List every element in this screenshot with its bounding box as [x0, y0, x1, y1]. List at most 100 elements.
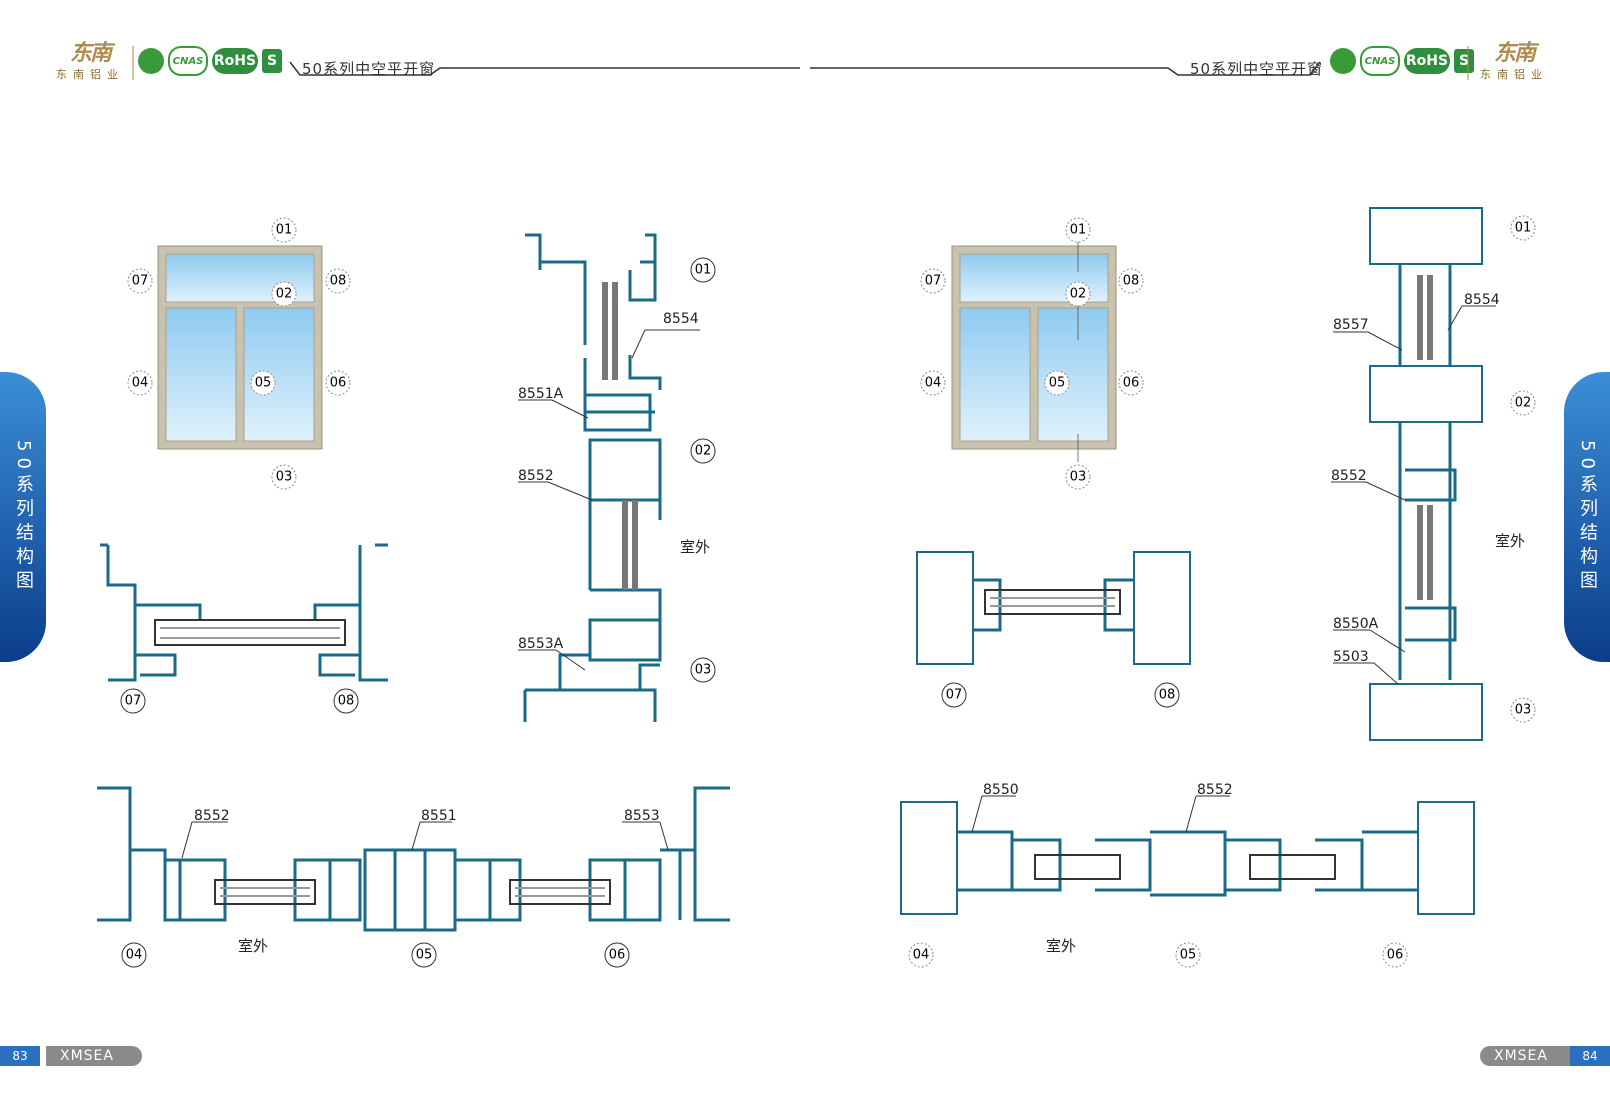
- callout-circle: [908, 942, 934, 968]
- callout-label: 03: [276, 470, 293, 485]
- callout-circle: [1118, 370, 1144, 396]
- footer-brand-text: XMSEA: [1494, 1048, 1548, 1064]
- callout-circle: [920, 370, 946, 396]
- horizontal-section-right: [900, 801, 1475, 915]
- part-label: 5503: [1333, 649, 1369, 665]
- callouts: 01 02 03 04 05 06 07 08 01 02 03 04 05 0…: [120, 215, 1536, 968]
- callout-circle: [690, 257, 716, 283]
- callout-label: 08: [1159, 688, 1176, 703]
- callout-circle: [1065, 217, 1091, 243]
- footer-brand-text: XMSEA: [60, 1048, 114, 1064]
- callout-circle: [120, 688, 146, 714]
- outdoor-label: 室外: [238, 937, 268, 955]
- callout-label: 01: [695, 263, 712, 278]
- cert-badges-left: CNAS RoHS S: [138, 46, 282, 76]
- footer-brand-left: XMSEA: [46, 1046, 142, 1066]
- callout-label: 05: [1180, 948, 1197, 963]
- callout-label: 08: [338, 694, 355, 709]
- vertical-section-left: [523, 233, 662, 722]
- callout-circle: [1154, 682, 1180, 708]
- part-label: 8552: [1197, 782, 1233, 798]
- callout-label: 07: [946, 688, 963, 703]
- outdoor-label: 室外: [1495, 532, 1525, 550]
- callout-circle: [1510, 390, 1536, 416]
- brand-name: 东南铝业: [1480, 68, 1548, 81]
- callout-circle: [1382, 942, 1408, 968]
- callout-label: 03: [1515, 703, 1532, 718]
- callout-label: 07: [132, 274, 149, 289]
- callout-circle: [127, 370, 153, 396]
- callout-circle: [604, 942, 630, 968]
- callout-label: 02: [276, 287, 293, 302]
- callout-label: 03: [1070, 470, 1087, 485]
- part-label: 8552: [1331, 468, 1367, 484]
- jamb-section-right: [916, 551, 1191, 665]
- brand-name: 东南铝业: [56, 68, 124, 81]
- callout-label: 04: [132, 376, 149, 391]
- callout-circle: [920, 268, 946, 294]
- callout-label: 02: [1070, 287, 1087, 302]
- callout-circle: [1118, 268, 1144, 294]
- part-label: 8554: [663, 311, 699, 327]
- brand-mark: 东南: [1493, 40, 1536, 66]
- callout-label: 08: [1123, 274, 1140, 289]
- part-label: 8550: [983, 782, 1019, 798]
- brand-logo-left: 东南 东南铝业: [50, 40, 130, 82]
- part-label: 8551: [421, 808, 457, 824]
- callout-label: 06: [330, 376, 347, 391]
- callout-circle: [690, 657, 716, 683]
- callout-label: 01: [1070, 223, 1087, 238]
- callout-circle: [271, 217, 297, 243]
- callout-circle: [941, 682, 967, 708]
- callout-label: 05: [1049, 376, 1066, 391]
- part-label: 8552: [518, 468, 554, 484]
- header-title-right: 50系列中空平开窗: [1190, 60, 1324, 78]
- callout-label: 04: [126, 948, 143, 963]
- callout-label: 06: [1387, 948, 1404, 963]
- side-tab-left: 50系列结构图: [0, 372, 46, 662]
- header-rule-right: [810, 61, 1321, 76]
- rohs-badge: RoHS: [1404, 48, 1450, 74]
- callout-circle: [411, 942, 437, 968]
- quality-mark-badge: S: [1454, 49, 1474, 73]
- side-tab-label: 50系列结构图: [1577, 439, 1598, 595]
- quality-mark-badge: S: [262, 49, 282, 73]
- callout-label: 08: [330, 274, 347, 289]
- horizontal-glazing-left: [214, 879, 611, 905]
- callout-circle: [690, 438, 716, 464]
- label-leaders-right-horizontal: [971, 795, 1230, 833]
- brand-logo-right: 东南 东南铝业: [1474, 40, 1554, 82]
- callout-label: 02: [1515, 396, 1532, 411]
- brand-mark: 东南: [69, 40, 112, 66]
- part-label: 8552: [194, 808, 230, 824]
- callout-circle: [1065, 281, 1091, 307]
- label-leaders-left-vertical: [518, 329, 700, 671]
- callout-circle: [271, 281, 297, 307]
- callout-label: 01: [276, 223, 293, 238]
- page-number-left: 83: [0, 1046, 40, 1066]
- part-labels: 8554 8551A 8552 8553A 室外 8552 8551 8553 …: [194, 292, 1525, 955]
- callout-circle: [1065, 464, 1091, 490]
- part-label: 8554: [1464, 292, 1500, 308]
- side-tab-label: 50系列结构图: [13, 439, 34, 595]
- callout-label: 05: [416, 948, 433, 963]
- callout-label: 04: [925, 376, 942, 391]
- outdoor-label: 室外: [680, 538, 710, 556]
- label-leaders-right-vertical: [1331, 305, 1496, 685]
- vertical-section-right: [1369, 207, 1483, 741]
- callout-label: 05: [255, 376, 272, 391]
- part-label: 8553A: [518, 636, 564, 652]
- callout-circle: [1044, 370, 1070, 396]
- callout-circle: [325, 370, 351, 396]
- horizontal-section-left: [97, 786, 730, 932]
- callout-label: 07: [925, 274, 942, 289]
- callout-circle: [1510, 697, 1536, 723]
- footer-brand-right: XMSEA: [1480, 1046, 1576, 1066]
- side-tab-right: 50系列结构图: [1564, 372, 1610, 662]
- window-elevation-right: [951, 245, 1117, 450]
- header-rule-left: [289, 61, 800, 76]
- callout-label: 04: [913, 948, 930, 963]
- iso-badge-icon: [1330, 48, 1356, 74]
- part-label: 8557: [1333, 317, 1369, 333]
